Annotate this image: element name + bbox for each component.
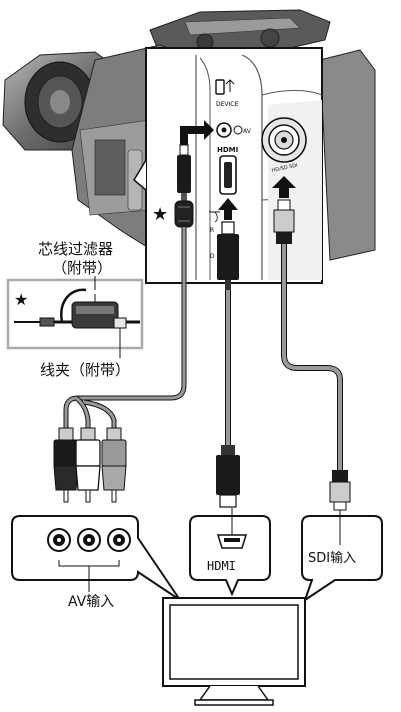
usb-icon: [215, 79, 235, 95]
arrow-up-icon: [218, 198, 238, 220]
arrow-up-icon: [272, 176, 296, 198]
hdmi-port-label: HDMI: [217, 146, 238, 154]
star-icon: ★: [14, 290, 28, 309]
sdi-input-box: [301, 510, 383, 603]
device-port-label: DEVICE: [216, 101, 238, 108]
hdmi-input-label: HDMI: [207, 559, 236, 573]
rca-plug-right: [101, 427, 127, 503]
tv-monitor: [162, 597, 306, 706]
core-filter-label: 芯线过滤器: [38, 240, 114, 258]
r-label: R: [210, 227, 214, 234]
hdmi-port[interactable]: [219, 155, 237, 195]
cable-clamp-label: 线夹（附带）: [40, 361, 131, 379]
av-input-box: [11, 515, 181, 601]
arrow-right-icon: [180, 120, 214, 145]
hdmi-cable: [216, 221, 240, 508]
sdi-cable: [273, 199, 351, 511]
core-filter-inset: ★: [6, 278, 144, 352]
av-port[interactable]: [216, 122, 232, 138]
sdi-port[interactable]: [261, 117, 307, 163]
headphone-icon: [233, 125, 243, 135]
star-icon: ★: [152, 204, 168, 225]
core-filter-note: （附带）: [52, 259, 113, 277]
av-cable: [63, 144, 194, 430]
sdi-port-label: HD/SD SDI: [271, 163, 298, 174]
av-port-label: AV: [243, 128, 252, 135]
rca-plug-middle: [75, 427, 101, 503]
d-label: D: [210, 253, 215, 260]
rca-plug-left: [53, 427, 79, 503]
sdi-input-label: SDI输入: [308, 550, 356, 566]
hdmi-input-box: [189, 508, 271, 597]
av-input-label: AV输入: [68, 594, 114, 610]
